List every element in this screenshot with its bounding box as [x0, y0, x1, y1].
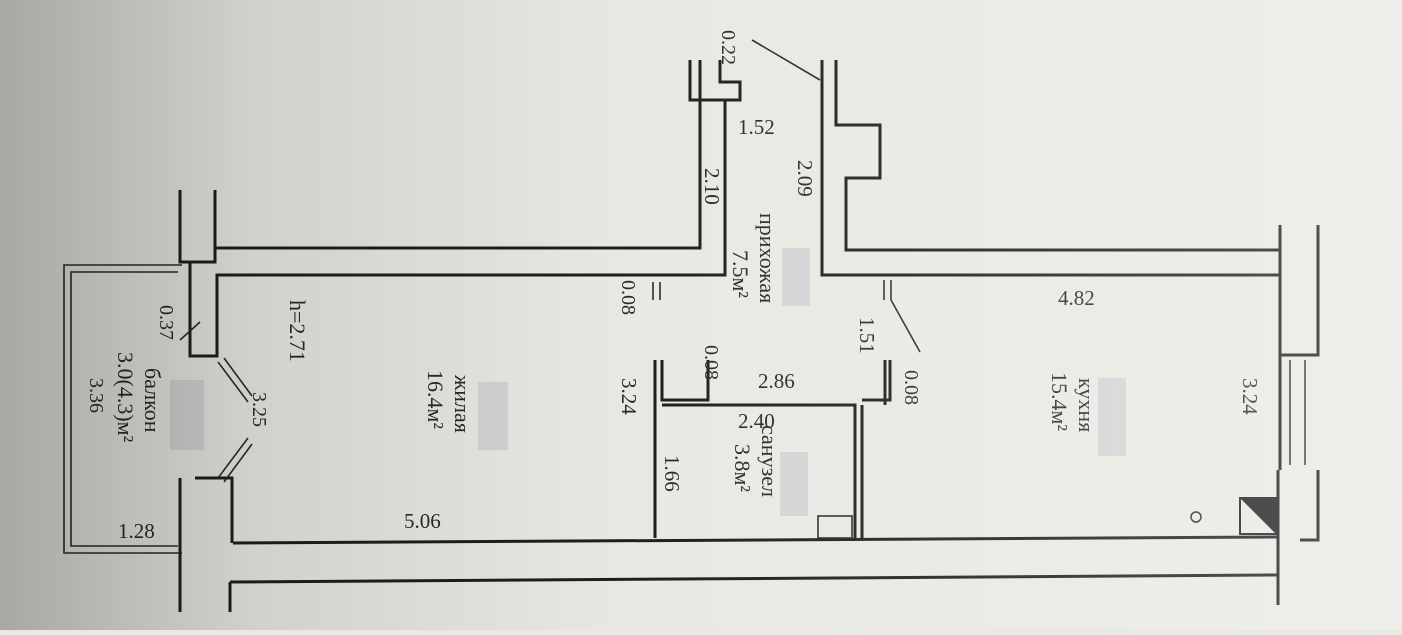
exterior-walls — [178, 60, 1320, 612]
dim-0-37: 0.37 — [155, 305, 177, 340]
dimension-labels: 0.22 1.52 2.10 2.09 0.08 0.08 0.08 1.51 … — [85, 30, 1262, 543]
hall-name: прихожая — [755, 213, 780, 303]
dim-1-28: 1.28 — [118, 519, 155, 543]
balcony-door — [217, 357, 253, 483]
kitchen-name: кухня — [1074, 378, 1099, 432]
living-name: жилая — [450, 374, 475, 433]
dim-0-08-bath-right: 0.08 — [900, 370, 922, 405]
dim-4-82: 4.82 — [1058, 286, 1095, 310]
stove-symbol — [1190, 497, 1277, 535]
dim-3-24-living: 3.24 — [617, 378, 641, 415]
bathroom-walls — [653, 360, 892, 539]
bathroom-name: санузел — [757, 425, 782, 497]
dim-1-52: 1.52 — [738, 115, 775, 139]
hall-area: 7.5м² — [728, 250, 753, 298]
balcony-area: 3.0(4.3)м² — [113, 352, 138, 443]
redaction-marks — [170, 248, 1126, 516]
ceiling-height: h=2.71 — [285, 300, 310, 362]
dim-3-36: 3.36 — [85, 378, 107, 413]
dim-0-08-bath-left: 0.08 — [700, 345, 722, 380]
door-marks — [179, 39, 921, 353]
dim-3-25: 3.25 — [248, 392, 270, 427]
dim-1-51: 1.51 — [855, 317, 879, 354]
dim-1-66: 1.66 — [660, 455, 684, 492]
kitchen-area: 15.4м² — [1047, 372, 1072, 431]
balcony-outline — [63, 264, 182, 554]
dim-3-24-kitchen: 3.24 — [1238, 378, 1262, 415]
room-labels: прихожая 7.5м² кухня 15.4м² жилая 16.4м²… — [113, 213, 1099, 497]
dim-0-22: 0.22 — [717, 30, 739, 65]
living-area: 16.4м² — [423, 370, 448, 429]
dim-2-10: 2.10 — [700, 168, 724, 205]
balcony-name: балкон — [140, 368, 165, 433]
dim-5-06: 5.06 — [404, 509, 441, 533]
bathroom-area: 3.8м² — [730, 444, 755, 492]
dim-0-08-hall: 0.08 — [617, 280, 639, 315]
dim-2-09: 2.09 — [793, 160, 817, 197]
dim-2-86: 2.86 — [758, 369, 795, 393]
dim-2-40: 2.40 — [738, 409, 775, 433]
